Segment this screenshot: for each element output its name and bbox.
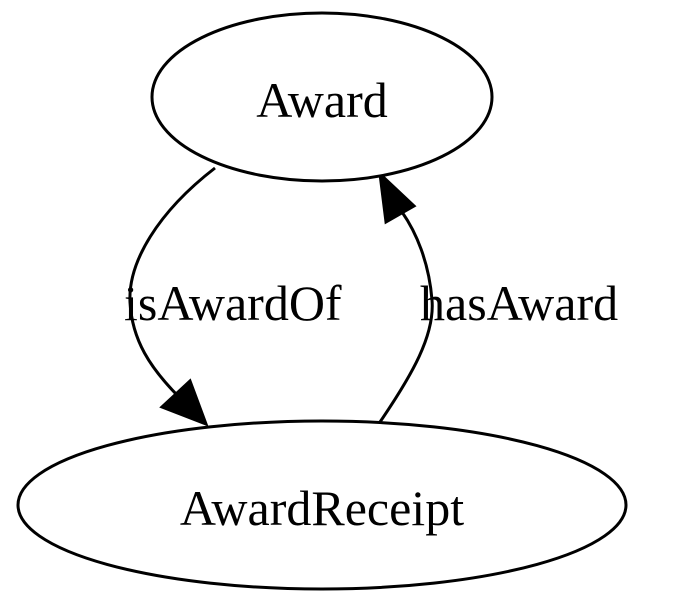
edge-has-award-arrowhead xyxy=(377,170,417,225)
node-award-label: Award xyxy=(256,72,387,128)
node-award-receipt-label: AwardReceipt xyxy=(180,480,464,536)
edge-is-award-of: isAwardOf xyxy=(124,166,342,427)
node-award[interactable]: Award xyxy=(150,11,494,183)
node-award-receipt-shape xyxy=(16,419,628,591)
node-award-shape xyxy=(150,11,494,183)
edge-has-award-line xyxy=(378,211,434,423)
edge-is-award-of-line xyxy=(128,166,216,400)
edge-has-award-label: hasAward xyxy=(420,275,618,331)
edge-is-award-of-label: isAwardOf xyxy=(124,275,342,331)
edge-has-award: hasAward xyxy=(377,170,618,423)
edge-is-award-of-arrowhead xyxy=(159,378,209,427)
node-award-receipt[interactable]: AwardReceipt xyxy=(16,419,628,591)
